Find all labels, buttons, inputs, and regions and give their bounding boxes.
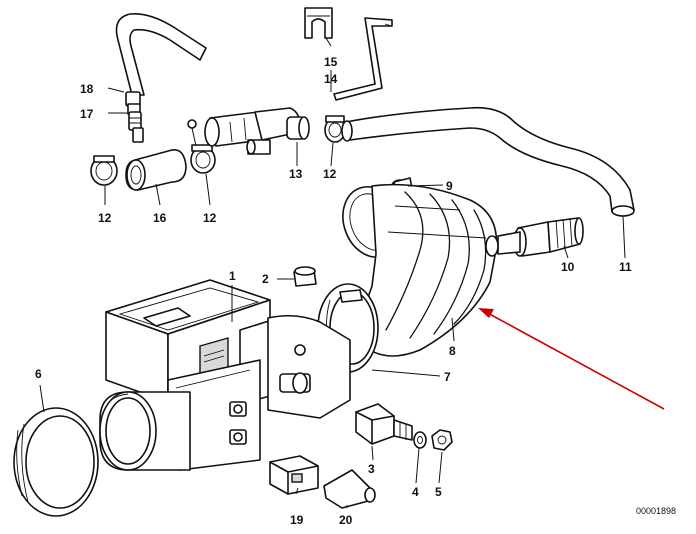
- connector-19: [269, 455, 319, 495]
- cap-20: [323, 469, 376, 509]
- callout-8: 8: [449, 344, 456, 358]
- callout-5: 5: [435, 485, 442, 499]
- intake-boot-8: [342, 183, 499, 357]
- callout-1: 1: [229, 269, 236, 283]
- hose-clamp-12-left: [90, 155, 118, 186]
- callout-12-left: 12: [98, 211, 112, 225]
- callout-11: 11: [619, 260, 632, 274]
- callouts: 18 17 12 16 12 13 12 15 14 9 10 11 1 2 8…: [35, 55, 632, 527]
- callout-16: 16: [153, 211, 167, 225]
- rubber-ring-6: [13, 407, 99, 517]
- hose-11: [341, 106, 635, 217]
- sensor-3: [355, 403, 413, 445]
- callout-9: 9: [446, 179, 453, 193]
- callout-13: 13: [289, 167, 303, 181]
- inlet-tube: [99, 391, 191, 471]
- callout-20: 20: [339, 513, 353, 527]
- idle-valve-13: [204, 107, 310, 155]
- callout-19: 19: [290, 513, 304, 527]
- washer-4: [413, 431, 427, 449]
- hose-clamp-12-center: [187, 119, 216, 174]
- nut-5: [431, 429, 453, 451]
- callout-7: 7: [444, 370, 451, 384]
- callout-14: 14: [324, 72, 338, 86]
- clip-15: [304, 7, 333, 39]
- callout-10: 10: [561, 260, 575, 274]
- callout-18: 18: [80, 82, 94, 96]
- hose-16: [125, 149, 187, 191]
- callout-12-right: 12: [323, 167, 337, 181]
- fitting-10: [497, 217, 584, 257]
- callout-17: 17: [80, 107, 94, 121]
- callout-12-center: 12: [203, 211, 217, 225]
- diagram-code: 00001898: [636, 506, 676, 516]
- callout-6: 6: [35, 367, 42, 381]
- vacuum-hose-top: [115, 12, 207, 96]
- bracket-14: [333, 17, 393, 101]
- callout-15: 15: [324, 55, 338, 69]
- callout-4: 4: [412, 485, 419, 499]
- callout-2: 2: [262, 272, 269, 286]
- hose-fitting-17: [125, 91, 144, 143]
- leader-lines: [39, 37, 626, 508]
- callout-3: 3: [368, 462, 375, 476]
- grommet-2: [293, 266, 317, 287]
- red-arrow: [478, 308, 665, 410]
- air-flow-meter-1: [105, 279, 351, 471]
